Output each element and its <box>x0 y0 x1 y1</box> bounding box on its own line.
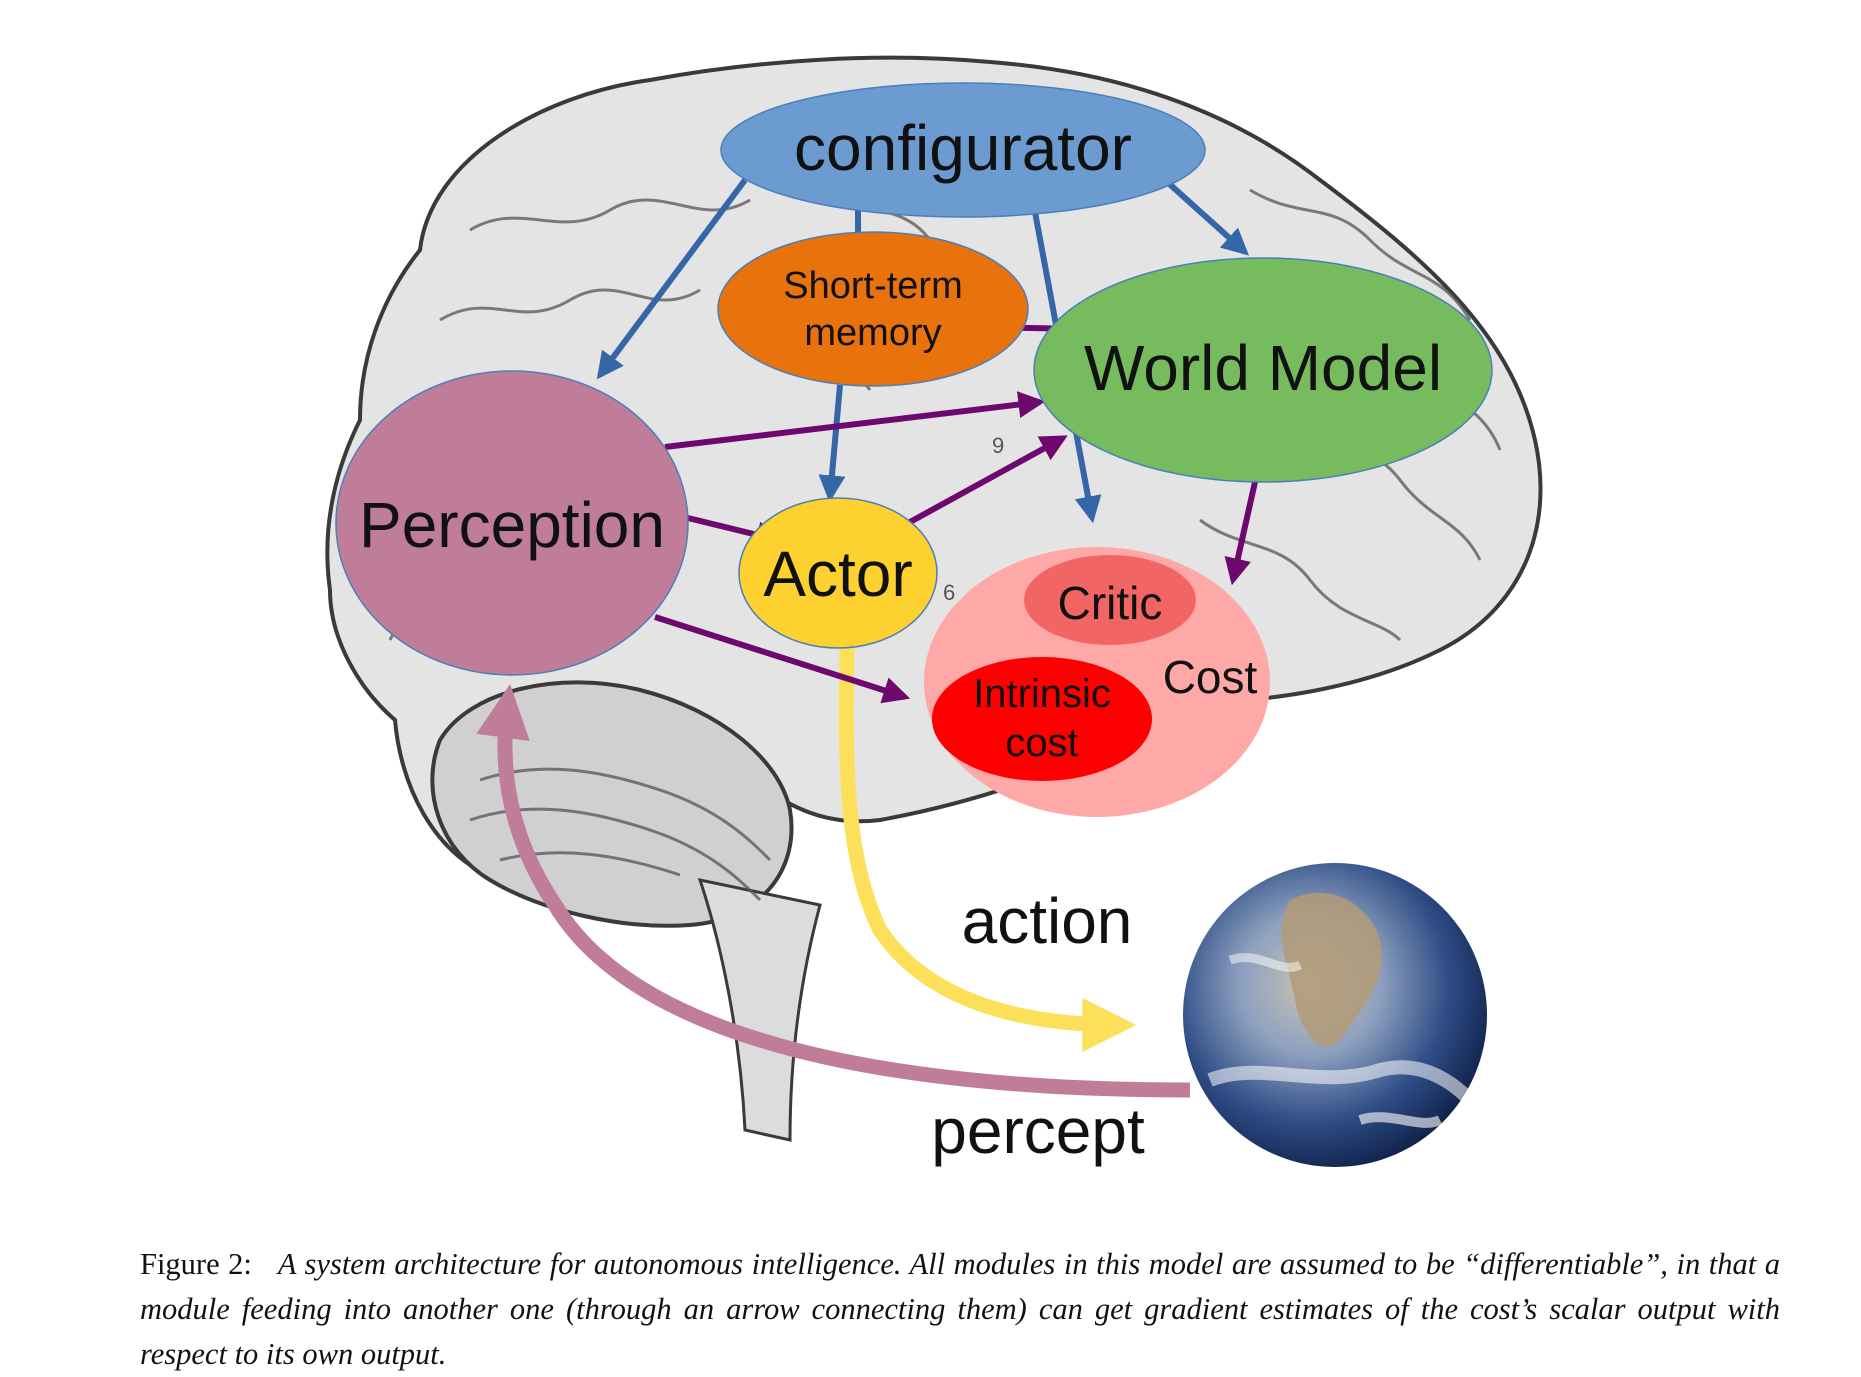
action-label: action <box>962 885 1133 957</box>
perception-node: Perception <box>335 370 689 676</box>
figure-caption-text: A system architecture for autonomous int… <box>140 1247 1781 1371</box>
arrow-perception-worldmodel <box>664 391 1046 450</box>
configurator-node: configurator <box>720 82 1206 218</box>
configurator-label: configurator <box>794 112 1132 184</box>
brain-cerebellum <box>430 680 794 928</box>
figure-caption: Figure 2:A system architecture for auton… <box>140 1242 1780 1377</box>
critic-ellipse <box>1024 555 1196 645</box>
intrinsic-cost-ellipse <box>932 657 1152 781</box>
perception-label: Perception <box>359 489 665 561</box>
earth-clouds-3 <box>1358 1112 1443 1128</box>
percept-label: percept <box>931 1095 1145 1167</box>
earth-clouds-2 <box>1228 953 1303 972</box>
cost-module: Critic Cost Intrinsic cost <box>924 547 1270 817</box>
perception-ellipse <box>335 370 689 676</box>
architecture-diagram: 9 6 Critic Cost Intrinsic cost <box>325 55 1543 1167</box>
short-term-memory-label-line1: Short-term <box>783 265 962 307</box>
critic-label: Critic <box>1058 577 1163 629</box>
brain-marker-6: 6 <box>943 580 955 605</box>
short-term-memory-label-line2: memory <box>804 312 941 354</box>
arrow-actor-worldmodel <box>908 435 1068 525</box>
earth-clouds <box>1207 1060 1475 1106</box>
diagram-canvas: 9 6 Critic Cost Intrinsic cost <box>325 55 1543 1167</box>
cost-label: Cost <box>1163 651 1258 703</box>
arrow-perception-cost <box>654 614 911 704</box>
actor-node: Actor <box>738 497 938 649</box>
intrinsic-cost-label-line2: cost <box>1005 721 1078 765</box>
configurator-ellipse <box>720 82 1206 218</box>
arrow-worldmodel-cost <box>1224 481 1258 586</box>
short-term-memory-node: Short-term memory <box>717 231 1029 387</box>
world-model-node: World Model <box>1033 257 1493 483</box>
arrow-configurator-worldmodel <box>1162 177 1250 256</box>
short-term-memory-ellipse <box>717 231 1029 387</box>
world-model-ellipse <box>1033 257 1493 483</box>
figure-caption-label: Figure 2: <box>140 1247 252 1281</box>
actor-label: Actor <box>763 538 912 610</box>
actor-ellipse <box>738 497 938 649</box>
world-model-label: World Model <box>1084 332 1442 404</box>
intrinsic-cost-label-line1: Intrinsic <box>973 672 1111 716</box>
percept-arrow <box>476 683 1191 1098</box>
earth-image <box>1183 863 1487 1167</box>
arrow-memory-actor <box>818 384 846 503</box>
brain-stem <box>697 877 822 1142</box>
earth-landmass <box>1281 892 1382 1047</box>
action-arrow <box>838 647 1137 1052</box>
arrow-configurator-perception <box>596 178 748 380</box>
brain-marker-9: 9 <box>992 433 1004 458</box>
